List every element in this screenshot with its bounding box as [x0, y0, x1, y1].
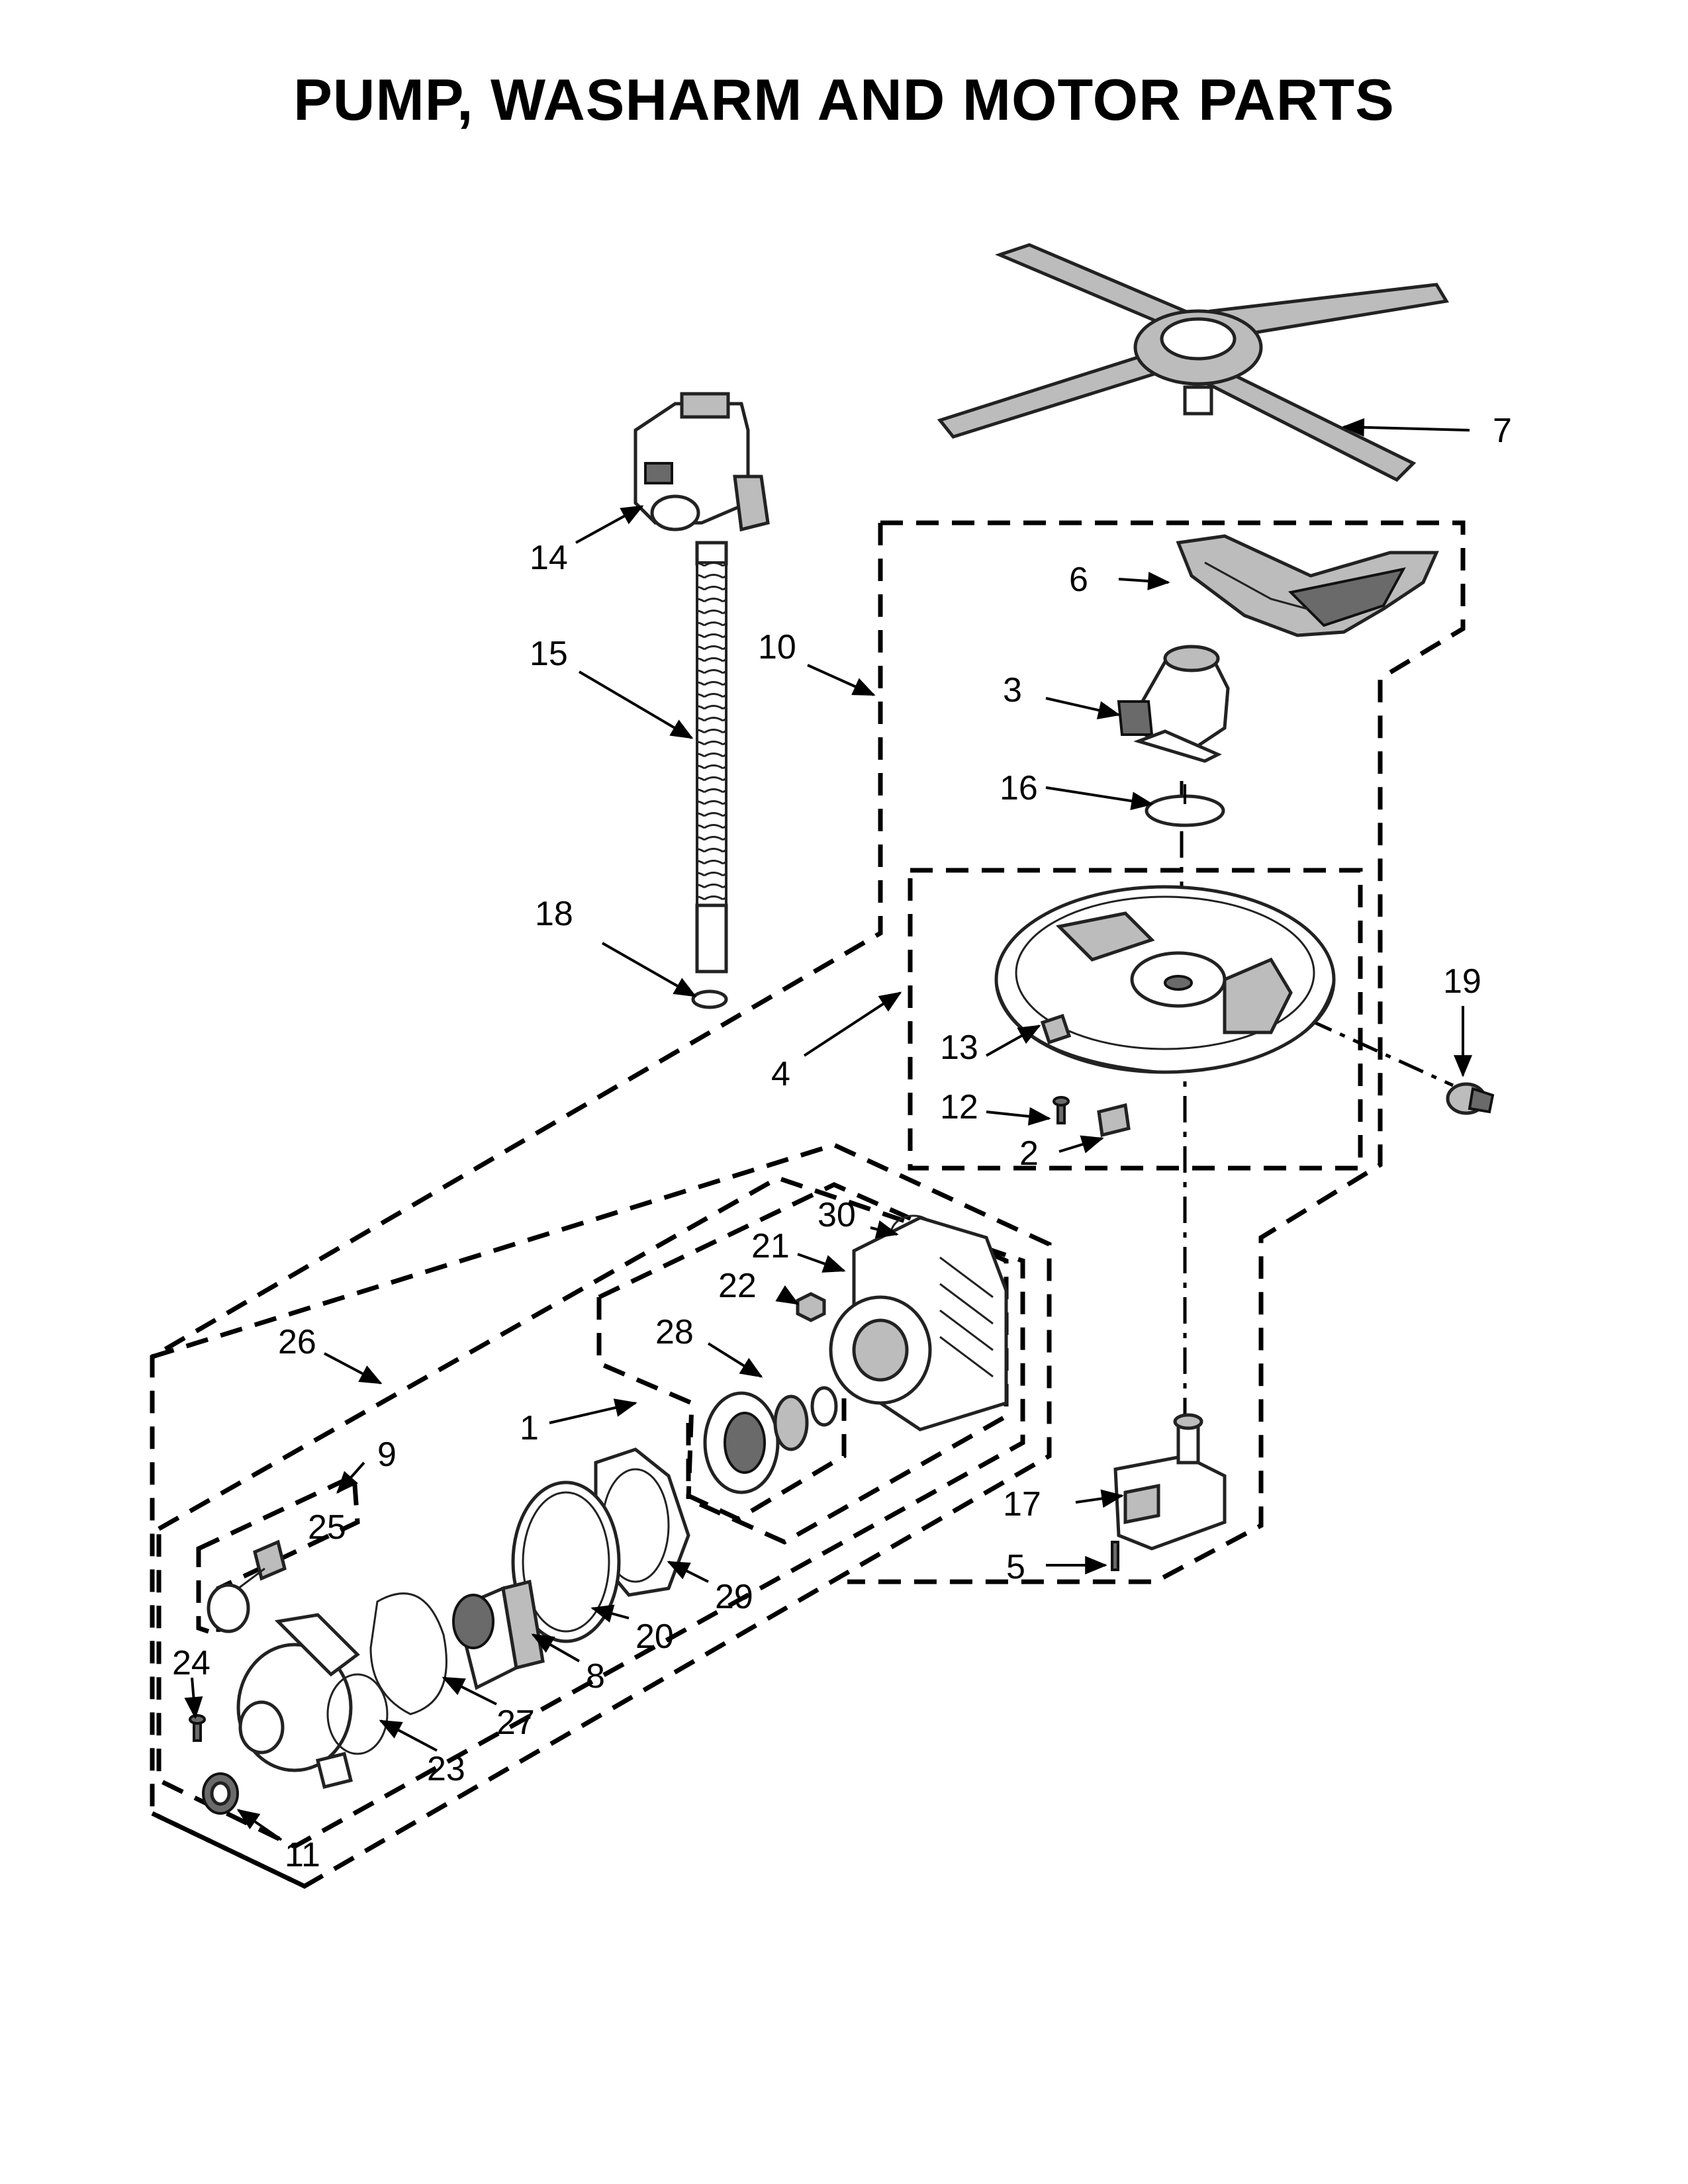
impeller-part-28 [703, 1386, 838, 1494]
screw-part-24 [189, 1714, 206, 1742]
callout-2: 2 [1019, 1134, 1039, 1173]
diverter-part-3 [1117, 645, 1230, 763]
pump-housing-part-23 [236, 1613, 389, 1790]
shroud-part-6 [1176, 534, 1439, 637]
callout-29: 29 [715, 1578, 753, 1616]
callout-24: 24 [172, 1644, 211, 1682]
callout-22: 22 [718, 1267, 757, 1305]
callout-13: 13 [940, 1028, 978, 1067]
assembly-outline-10 [150, 520, 1466, 1889]
motor-part-21 [829, 1216, 1008, 1432]
nut-part-22 [796, 1292, 826, 1322]
callout-1: 1 [520, 1409, 539, 1447]
callout-20: 20 [635, 1617, 674, 1656]
screw-part-12 [1053, 1096, 1070, 1124]
callout-14: 14 [530, 539, 568, 577]
assembly-outline-28 [596, 1297, 847, 1522]
callout-21: 21 [751, 1227, 790, 1265]
callout-3: 3 [1003, 671, 1022, 709]
leader-lines [184, 418, 1472, 1841]
callout-15: 15 [530, 635, 568, 673]
clip-part-2 [1097, 1103, 1131, 1138]
callout-25: 25 [308, 1508, 346, 1547]
callout-7: 7 [1493, 412, 1512, 450]
hose-clamp-part-18 [691, 989, 728, 1009]
callout-27: 27 [496, 1704, 535, 1742]
callout-19: 19 [1443, 962, 1481, 1001]
callout-5: 5 [1006, 1548, 1025, 1586]
callout-18: 18 [535, 895, 573, 933]
assembly-outline-26 [151, 1142, 1052, 1889]
callout-12: 12 [940, 1088, 978, 1126]
callout-labels: 7 6 3 16 10 14 15 18 19 4 13 12 2 30 21 … [172, 412, 1512, 1874]
axis-line [1180, 781, 1187, 1423]
wash-arm-part-7 [937, 243, 1450, 482]
gasket-part-16 [1145, 784, 1225, 827]
callout-16: 16 [1000, 769, 1038, 807]
callout-17: 17 [1003, 1485, 1041, 1524]
turbidity-sensor-part-17 [1113, 1413, 1227, 1551]
callout-6: 6 [1069, 561, 1088, 599]
drain-pump-part-14 [633, 392, 770, 532]
assembly-outline-4 [908, 868, 1363, 1171]
callout-28: 28 [655, 1313, 694, 1351]
sensor-part-19 [1446, 1082, 1495, 1115]
callout-9: 9 [377, 1435, 397, 1474]
callout-26: 26 [278, 1323, 316, 1361]
screw-part-5 [1111, 1541, 1119, 1571]
valve-part-25 [207, 1539, 287, 1633]
clip-part-13 [1040, 1013, 1072, 1045]
page-title: PUMP, WASHARM AND MOTOR PARTS [293, 67, 1395, 132]
gasket-part-20 [511, 1480, 621, 1643]
callout-11: 11 [285, 1836, 320, 1874]
assembly-outline-9 [156, 1175, 1025, 1849]
sump-part-4 [994, 885, 1336, 1074]
callout-10: 10 [758, 628, 796, 666]
callout-8: 8 [586, 1657, 605, 1696]
callout-30: 30 [818, 1196, 856, 1234]
seal-part-27 [369, 1592, 447, 1715]
assembly-outline-21 [598, 1182, 1009, 1545]
callout-23: 23 [427, 1750, 465, 1788]
callout-4: 4 [771, 1055, 790, 1093]
drain-hose-part-15 [695, 541, 728, 974]
filter-part-8 [452, 1579, 545, 1690]
seal-part-11 [202, 1772, 239, 1815]
